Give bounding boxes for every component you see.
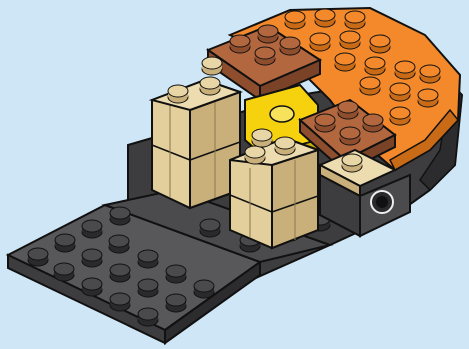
tan-brick-stack-left xyxy=(152,57,240,208)
